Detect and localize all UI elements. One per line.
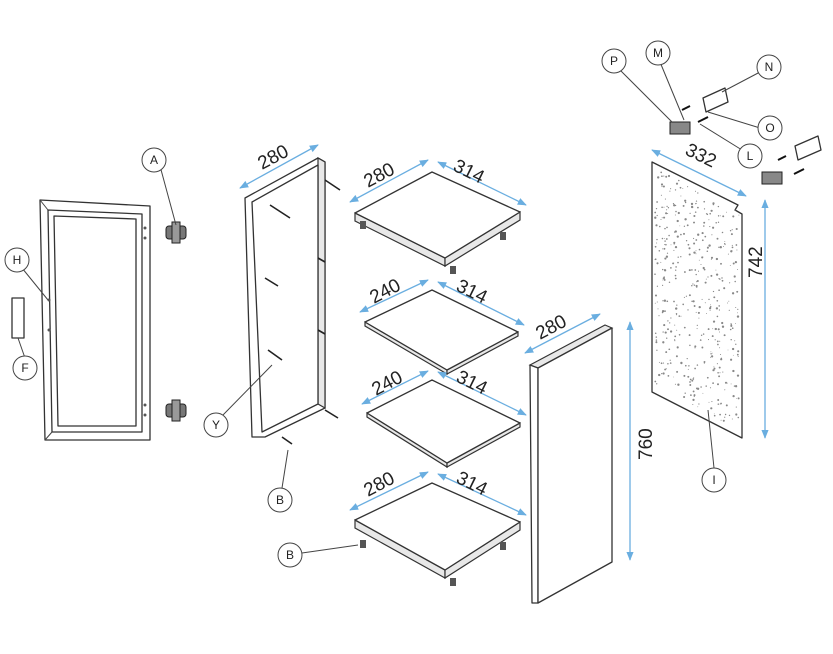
- left-side-panel: [244, 156, 341, 445]
- dim-shelf2-depth: 240: [366, 275, 404, 308]
- callouts: [17, 61, 761, 554]
- svg-text:F: F: [21, 361, 28, 375]
- svg-text:H: H: [13, 253, 22, 267]
- label-a: A: [141, 147, 167, 173]
- label-l: L: [737, 143, 763, 169]
- dim-top-shelf-depth: 280: [360, 159, 398, 192]
- label-i: I: [701, 467, 727, 493]
- door: [39, 199, 151, 441]
- label-p: P: [601, 48, 627, 74]
- label-n: N: [756, 54, 782, 80]
- svg-text:A: A: [150, 153, 158, 167]
- shelf-2: [364, 289, 519, 376]
- label-h: H: [4, 247, 30, 273]
- connector-hardware: [669, 87, 822, 185]
- svg-text:I: I: [712, 473, 715, 487]
- back-panel: [651, 161, 743, 439]
- svg-text:P: P: [610, 54, 618, 68]
- right-side-panel: [528, 324, 614, 604]
- dim-left-side-depth: 280: [254, 141, 292, 174]
- handle-f: [11, 297, 25, 339]
- svg-text:B: B: [276, 493, 284, 507]
- dim-back-height: 742: [746, 246, 767, 278]
- svg-text:N: N: [765, 60, 774, 74]
- label-m: M: [645, 40, 671, 66]
- shelf-bottom: [354, 482, 521, 586]
- dim-right-side-height: 760: [636, 428, 657, 460]
- label-f: F: [12, 355, 38, 381]
- svg-text:M: M: [653, 46, 663, 60]
- hinge-bottom: [165, 399, 187, 422]
- label-y: Y: [203, 412, 229, 438]
- svg-text:B: B: [286, 548, 294, 562]
- svg-text:Y: Y: [212, 418, 220, 432]
- dim-right-side-depth: 280: [532, 311, 570, 344]
- svg-text:L: L: [747, 149, 754, 163]
- dimension-lines: [239, 144, 769, 561]
- label-b-shelf: B: [277, 542, 303, 568]
- hinge-top: [165, 221, 187, 244]
- label-o: O: [757, 115, 783, 141]
- label-b-side: B: [267, 487, 293, 513]
- dim-bottom-shelf-depth: 280: [360, 468, 398, 501]
- svg-text:O: O: [765, 121, 774, 135]
